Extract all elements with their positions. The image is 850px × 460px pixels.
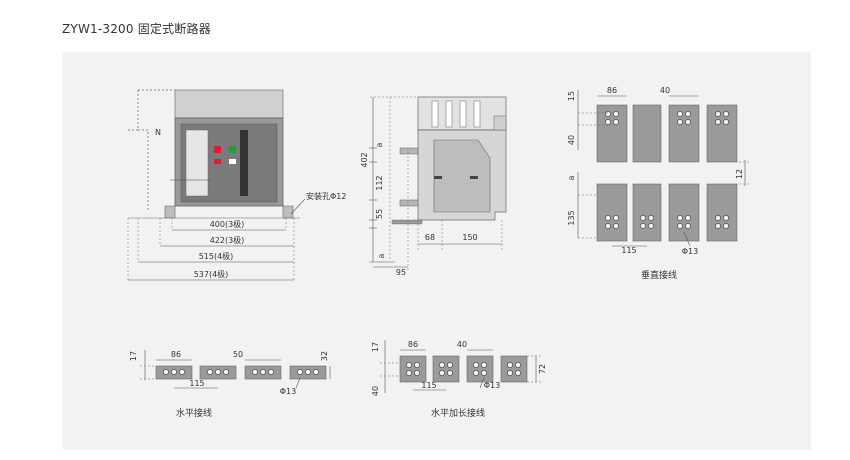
horizontal-wiring-caption: 水平接线 xyxy=(176,407,212,419)
edim-115: 115 xyxy=(421,381,436,390)
edim-17: 17 xyxy=(371,342,380,352)
page-title: ZYW1-3200 固定式断路器 xyxy=(62,22,211,36)
vdim-86: 86 xyxy=(607,86,617,95)
vdim-15: 15 xyxy=(567,91,576,101)
edim-86: 86 xyxy=(408,340,418,349)
dim-55: 55 xyxy=(375,209,384,219)
vertical-wiring-view: 15 86 40 40 a 12 135 115 Φ13 垂直接线 xyxy=(567,86,750,281)
vdim-135: 135 xyxy=(567,210,576,225)
n-pole-label: N xyxy=(155,128,161,137)
front-view: N 400( xyxy=(127,89,346,281)
vdim-40-top: 40 xyxy=(660,86,670,95)
dim-a-bottom: a xyxy=(377,253,386,258)
vdim-a: a xyxy=(567,175,576,180)
vdim-115: 115 xyxy=(621,246,636,255)
hdim-115: 115 xyxy=(189,379,204,388)
red-indicator xyxy=(214,159,221,164)
dim-150: 150 xyxy=(462,233,477,242)
edim-40-top: 40 xyxy=(457,340,467,349)
green-button xyxy=(229,146,236,153)
mounting-hole-label: 安装孔Φ12 xyxy=(306,191,346,201)
edim-40-left: 40 xyxy=(371,386,380,396)
dim-515-4pole: 515(4极) xyxy=(199,251,234,261)
dim-a-top: a xyxy=(375,142,384,147)
hdim-phi13: Φ13 xyxy=(280,387,296,396)
dim-112: 112 xyxy=(375,175,384,190)
edim-phi13: Φ13 xyxy=(484,381,500,390)
side-view: 402 a 112 55 a 68 150 95 xyxy=(360,96,507,277)
hdim-86: 86 xyxy=(171,350,181,359)
dim-95: 95 xyxy=(396,268,406,277)
white-indicator xyxy=(229,159,236,164)
dim-402: 402 xyxy=(360,152,369,167)
hdim-17: 17 xyxy=(129,351,138,361)
dim-422-3pole: 422(3极) xyxy=(210,235,245,245)
edim-72: 72 xyxy=(538,364,547,374)
hdim-50: 50 xyxy=(233,350,243,359)
horizontal-extended-wiring-view: 17 86 40 40 115 Φ13 72 水平加长接线 xyxy=(371,340,547,419)
horizontal-wiring-view: 17 86 50 32 115 Φ13 水平接线 xyxy=(129,350,331,419)
horizontal-extended-wiring-caption: 水平加长接线 xyxy=(431,407,485,419)
vdim-40-left: 40 xyxy=(567,135,576,145)
vertical-wiring-caption: 垂直接线 xyxy=(641,269,677,281)
red-button xyxy=(214,146,221,153)
dim-537-4pole: 537(4极) xyxy=(194,269,229,279)
dim-400-3pole: 400(3极) xyxy=(210,219,245,229)
vdim-phi13: Φ13 xyxy=(682,247,698,256)
hdim-32: 32 xyxy=(320,351,329,361)
vdim-12: 12 xyxy=(735,169,744,179)
dim-68: 68 xyxy=(425,233,435,242)
